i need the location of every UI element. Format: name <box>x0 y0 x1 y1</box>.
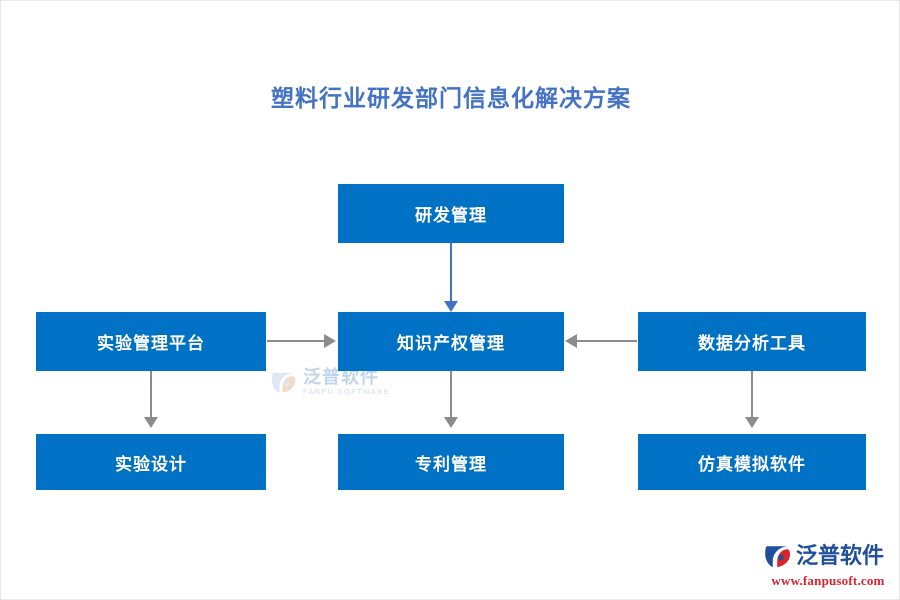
connector-rd-to-ip-line <box>450 243 452 303</box>
brand-logo-row: 泛普软件 <box>763 541 893 571</box>
page-title: 塑料行业研发部门信息化解决方案 <box>271 85 631 111</box>
connector-data-to-sim-arrowhead-icon <box>745 417 759 428</box>
connector-lab-to-ip-line <box>267 340 327 342</box>
brand-url: www.fanpusoft.com <box>771 573 885 588</box>
fanpu-logo-mark-icon <box>272 373 296 393</box>
connector-lab-to-ip-arrowhead-icon <box>324 334 336 348</box>
node-experiment-design[interactable]: 实验设计 <box>36 434 266 490</box>
connector-data-to-sim-line <box>751 371 753 419</box>
brand-name-cn: 泛普软件 <box>796 543 885 568</box>
brand-logo: 泛普软件 www.fanpusoft.com <box>763 541 893 591</box>
node-patent-management[interactable]: 专利管理 <box>338 434 564 490</box>
connector-rd-to-ip-arrowhead-icon <box>444 301 458 312</box>
node-lab-management-platform[interactable]: 实验管理平台 <box>36 312 266 371</box>
connector-ip-to-patent-arrowhead-icon <box>444 417 458 428</box>
node-ip-management[interactable]: 知识产权管理 <box>338 312 564 371</box>
node-data-analysis-tools[interactable]: 数据分析工具 <box>638 312 866 371</box>
fanpu-logo-mark-icon <box>765 546 790 568</box>
node-simulation-software[interactable]: 仿真模拟软件 <box>638 434 866 490</box>
connector-data-to-ip-line <box>577 340 637 342</box>
connector-ip-to-patent-line <box>450 371 452 419</box>
connector-lab-to-labdesign-arrowhead-icon <box>144 417 158 428</box>
watermark-name-en: FANPU SOFTWARE <box>303 389 391 396</box>
connector-lab-to-labdesign-line <box>150 371 152 419</box>
node-rd-management[interactable]: 研发管理 <box>338 184 564 243</box>
connector-data-to-ip-arrowhead-icon <box>565 334 577 348</box>
